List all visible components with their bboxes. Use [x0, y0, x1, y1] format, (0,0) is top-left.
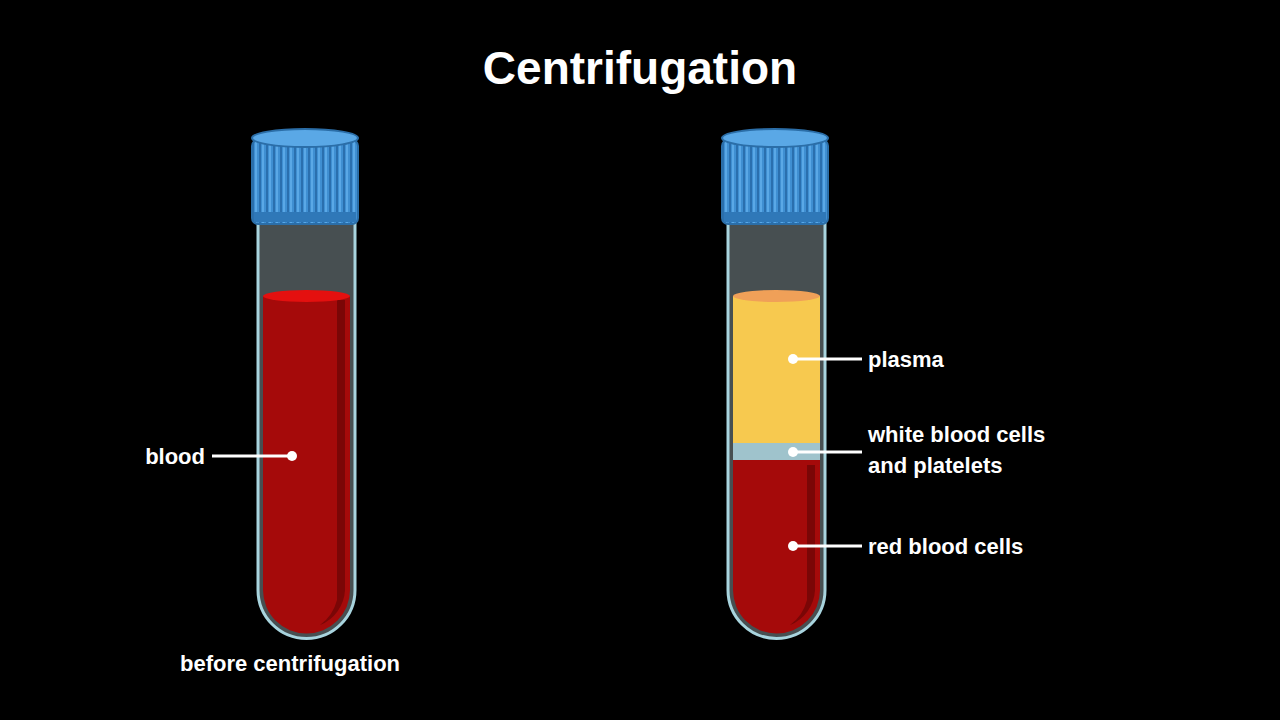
part-label: red blood cells [868, 531, 1023, 562]
title-text: Centrifugation [0, 40, 1280, 96]
leader-lines [212, 354, 862, 551]
part-label: white blood cells and platelets [868, 419, 1073, 481]
part-label: blood [145, 441, 205, 472]
test-tube-after [722, 129, 828, 639]
part-label: before centrifugation [180, 648, 400, 679]
part-label: plasma [868, 344, 944, 375]
test-tube-before [252, 129, 358, 639]
